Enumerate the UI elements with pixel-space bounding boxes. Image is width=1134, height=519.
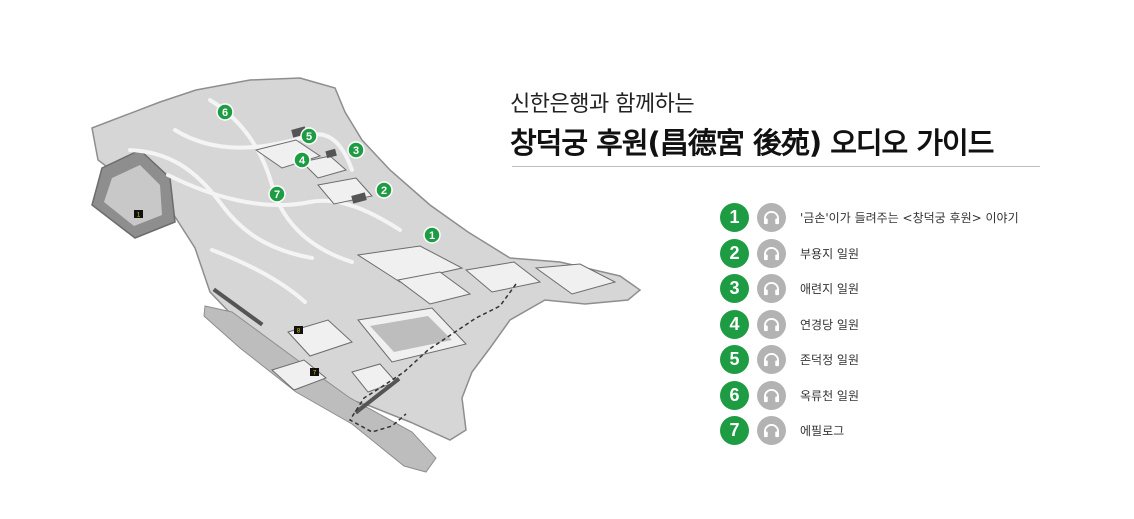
page-title: 창덕궁 후원(昌德宮 後苑) 오디오 가이드: [510, 126, 994, 160]
headphones-icon[interactable]: [757, 274, 786, 304]
guide-label: '금손'이가 들려주는 <창덕궁 후원> 이야기: [800, 211, 1019, 226]
guide-number-badge: 3: [720, 274, 749, 304]
guide-label: 존덕정 일원: [800, 353, 860, 368]
headphones-icon[interactable]: [757, 203, 786, 233]
marker-7[interactable]: 7: [268, 185, 286, 203]
map-sign-8: 8: [294, 326, 303, 335]
guide-label: 애련지 일원: [800, 282, 860, 297]
headphones-icon[interactable]: [757, 380, 786, 410]
marker-5[interactable]: 5: [300, 127, 318, 145]
headphones-icon[interactable]: [757, 345, 786, 375]
guide-number-badge: 2: [720, 238, 749, 268]
guide-item-1[interactable]: 1 '금손'이가 들려주는 <창덕궁 후원> 이야기: [720, 200, 1019, 236]
garden-paths: [128, 98, 402, 304]
marker-1[interactable]: 1: [423, 226, 441, 244]
guide-label: 옥류천 일원: [800, 388, 860, 403]
svg-text:4: 4: [299, 155, 306, 167]
svg-text:2: 2: [381, 185, 387, 197]
guide-number-badge: 1: [720, 203, 749, 233]
guide-item-5[interactable]: 5 존덕정 일원: [720, 342, 1019, 378]
guide-item-3[interactable]: 3 애련지 일원: [720, 271, 1019, 307]
guide-number-badge: 4: [720, 309, 749, 339]
guide-number-badge: 7: [720, 416, 749, 446]
svg-text:6: 6: [222, 107, 228, 119]
svg-text:1: 1: [137, 213, 141, 219]
svg-text:1: 1: [429, 230, 435, 242]
headphones-icon[interactable]: [757, 238, 786, 268]
audio-guide-list: 1 '금손'이가 들려주는 <창덕궁 후원> 이야기 2 부용지 일원 3 애련…: [720, 200, 1019, 449]
map-sign-7: 7: [310, 368, 319, 377]
marker-6[interactable]: 6: [216, 103, 234, 121]
guide-label: 연경당 일원: [800, 317, 860, 332]
map-sign-1: 1: [134, 210, 143, 219]
walking-route: [348, 283, 517, 433]
headphones-icon[interactable]: [757, 309, 786, 339]
marker-2[interactable]: 2: [375, 181, 393, 199]
svg-text:8: 8: [297, 329, 301, 335]
palace-map: 1 2 3 4 5 6 7 1 8 7: [91, 77, 642, 473]
building-clusters: [254, 139, 617, 393]
guide-number-badge: 6: [720, 380, 749, 410]
svg-text:5: 5: [306, 131, 312, 143]
svg-text:7: 7: [313, 371, 317, 377]
page-subtitle: 신한은행과 함께하는: [510, 92, 695, 117]
marker-3[interactable]: 3: [347, 141, 365, 159]
guide-number-badge: 5: [720, 345, 749, 375]
guide-item-2[interactable]: 2 부용지 일원: [720, 236, 1019, 272]
guide-label: 에필로그: [800, 424, 845, 439]
headphones-icon[interactable]: [757, 416, 786, 446]
svg-text:3: 3: [353, 145, 359, 157]
guide-item-4[interactable]: 4 연경당 일원: [720, 307, 1019, 343]
marker-4[interactable]: 4: [293, 151, 311, 169]
guide-item-6[interactable]: 6 옥류천 일원: [720, 378, 1019, 414]
guide-label: 부용지 일원: [800, 246, 860, 261]
svg-text:7: 7: [274, 189, 280, 201]
title-divider: [512, 166, 1040, 167]
guide-item-7[interactable]: 7 에필로그: [720, 413, 1019, 449]
